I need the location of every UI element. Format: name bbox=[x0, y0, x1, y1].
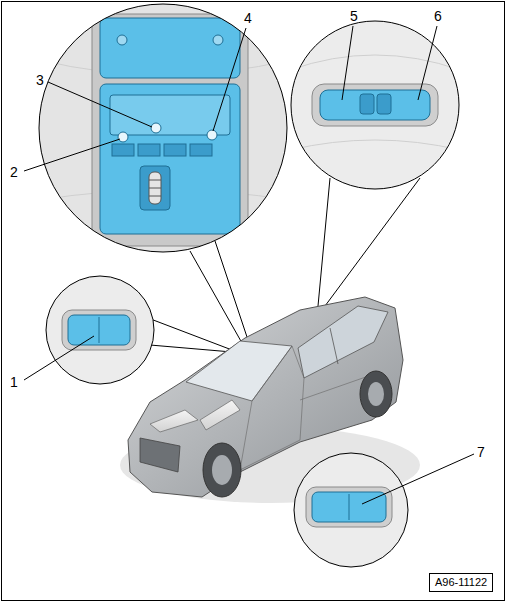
detail-left-light bbox=[46, 276, 154, 384]
detail-front-light bbox=[39, 0, 290, 260]
callout-number: 2 bbox=[10, 164, 18, 180]
callout-number: 6 bbox=[434, 8, 442, 24]
callout-number: 7 bbox=[477, 444, 485, 460]
callout-number: 5 bbox=[350, 8, 358, 24]
detail-rear-light bbox=[290, 21, 460, 189]
leader-lines bbox=[24, 26, 474, 504]
callout-number: 1 bbox=[10, 374, 18, 390]
detail-right-light bbox=[294, 453, 408, 567]
callout-number: 3 bbox=[36, 72, 44, 88]
callout-number: 4 bbox=[244, 10, 252, 26]
figure-reference: A96-11122 bbox=[429, 573, 493, 592]
